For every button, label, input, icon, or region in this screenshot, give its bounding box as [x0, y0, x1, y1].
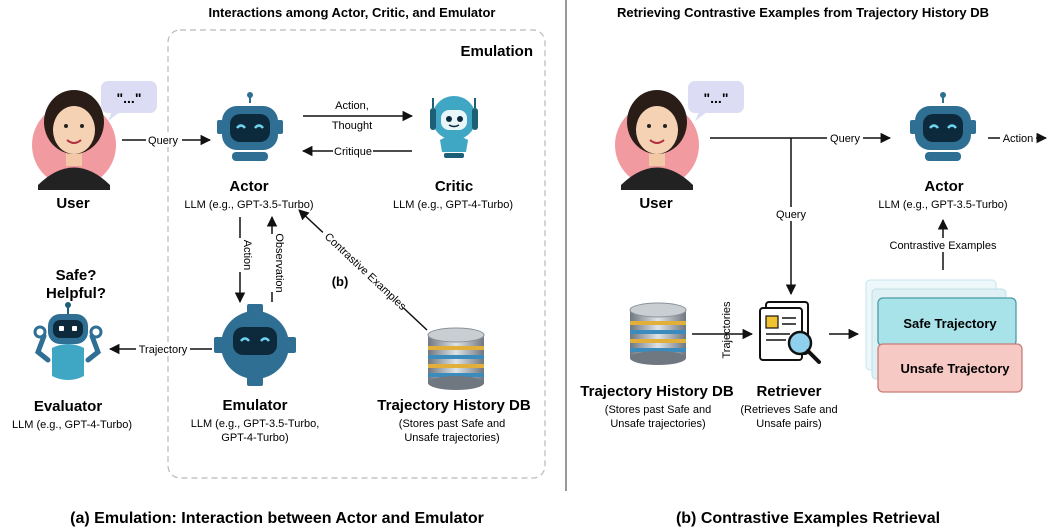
edge-contrastive-a-label: Contrastive Examples [322, 231, 409, 313]
edge-trajectory-label: Trajectory [139, 344, 188, 356]
user-b-avatar [615, 90, 699, 190]
evaluator-model: LLM (e.g., GPT-4-Turbo) [12, 419, 132, 431]
retriever-name: Retriever [756, 383, 821, 400]
retriever-search-icon [759, 301, 821, 364]
db-a-name: Trajectory History DB [377, 397, 531, 414]
caption-b: (b) Contrastive Examples Retrieval [676, 510, 940, 527]
user-a-speech-bubble-icon: "..." [101, 81, 157, 121]
db-b-desc-line2: Unsafe trajectories) [610, 418, 705, 430]
emulator-model-line2: GPT-4-Turbo) [221, 432, 288, 444]
safe-trajectory-label: Safe Trajectory [903, 316, 997, 331]
actor-b-robot-icon [910, 92, 976, 161]
actor-b-model: LLM (e.g., GPT-3.5-Turbo) [878, 199, 1007, 211]
user-b-speech-bubble-icon: "..." [688, 81, 744, 121]
db-a-desc-line2: Unsafe trajectories) [404, 432, 499, 444]
actor-b-name: Actor [924, 178, 963, 195]
actor-a-robot-icon [217, 92, 283, 161]
actor-a-name: Actor [229, 178, 268, 195]
emulator-model-line1: LLM (e.g., GPT-3.5-Turbo, [191, 418, 320, 430]
actor-a-model: LLM (e.g., GPT-3.5-Turbo) [184, 199, 313, 211]
edge-critique-label: Critique [334, 146, 372, 158]
trajectory-db-a-icon [427, 327, 485, 390]
edge-query-a-label: Query [148, 135, 178, 147]
retriever-desc-line1: (Retrieves Safe and [740, 404, 837, 416]
panel-a: Interactions among Actor, Critic, and Em… [12, 5, 546, 527]
user-a-name: User [56, 195, 90, 212]
evaluator-question-helpful: Helpful? [46, 285, 106, 302]
edge-action-thought-label-2: Thought [332, 120, 372, 132]
evaluator-question-safe: Safe? [56, 267, 97, 284]
critic-name: Critic [435, 178, 473, 195]
reference-b-marker: (b) [332, 274, 349, 289]
unsafe-trajectory-label: Unsafe Trajectory [900, 361, 1010, 376]
emulation-region [167, 29, 546, 479]
user-a-speech-text: "..." [117, 90, 142, 106]
edge-action-a-label: Action [241, 240, 253, 271]
caption-a: (a) Emulation: Interaction between Actor… [70, 510, 484, 527]
evaluator-robot-icon [33, 302, 103, 380]
trajectory-cards-stack: Safe Trajectory Unsafe Trajectory [865, 279, 1023, 393]
edge-action-thought-label-1: Action, [335, 100, 369, 112]
edge-query-b-down-label: Query [776, 209, 806, 221]
panel-a-title: Interactions among Actor, Critic, and Em… [208, 5, 495, 20]
unsafe-trajectory-card [877, 343, 1023, 393]
user-a-avatar [32, 90, 116, 190]
edge-trajectories-label: Trajectories [721, 301, 733, 359]
db-a-desc-line1: (Stores past Safe and [399, 418, 505, 430]
emulation-label: Emulation [460, 43, 533, 60]
edge-contrastive-b-label: Contrastive Examples [890, 240, 997, 252]
user-b-name: User [639, 195, 673, 212]
retriever-desc-line2: Unsafe pairs) [756, 418, 821, 430]
edge-query-b-top-label: Query [830, 133, 860, 145]
evaluator-name: Evaluator [34, 398, 103, 415]
panel-b: Retrieving Contrastive Examples from Tra… [580, 5, 1048, 527]
trajectory-db-b-icon [629, 302, 687, 365]
user-b-speech-text: "..." [704, 90, 729, 106]
edge-observation-label: Observation [273, 233, 285, 292]
critic-robot-icon [430, 96, 478, 158]
db-b-name: Trajectory History DB [580, 383, 734, 400]
emulator-gear-icon [214, 304, 296, 386]
db-b-desc-line1: (Stores past Safe and [605, 404, 711, 416]
emulator-name: Emulator [222, 397, 287, 414]
edge-action-b-label: Action [1003, 133, 1034, 145]
panel-b-title: Retrieving Contrastive Examples from Tra… [617, 5, 989, 20]
critic-model: LLM (e.g., GPT-4-Turbo) [393, 199, 513, 211]
